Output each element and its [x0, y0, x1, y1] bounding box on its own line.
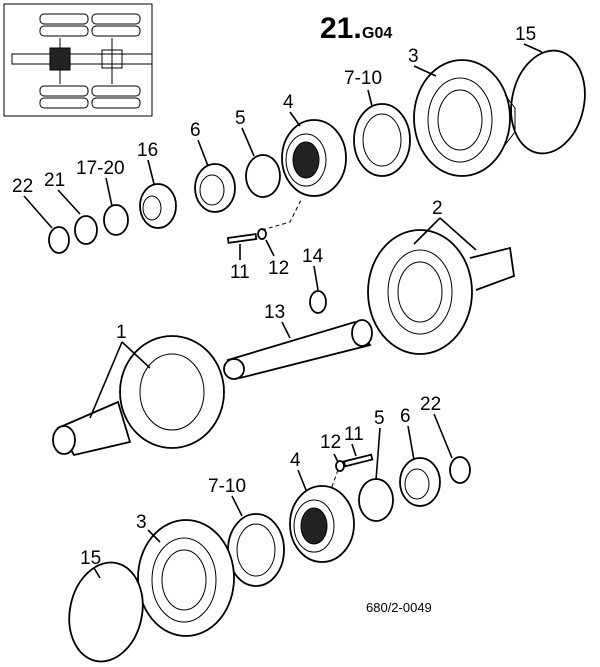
- callout-4-lower: 4: [290, 450, 301, 471]
- leader-lines: [23, 43, 543, 579]
- housing-3-lower: [137, 519, 235, 637]
- callout-13: 13: [264, 302, 285, 323]
- diagram-title-number: 21.: [320, 12, 362, 45]
- callout-2: 2: [432, 198, 443, 219]
- callout-1: 1: [116, 322, 127, 343]
- callout-7-10-upper: 7-10: [344, 68, 382, 89]
- callout-12-upper: 12: [268, 258, 289, 279]
- nut-6-upper: [194, 163, 236, 213]
- callout-11-upper: 11: [230, 262, 250, 283]
- housing-3-upper: [413, 59, 516, 177]
- shim-7-10-upper: [353, 103, 411, 177]
- ring-21: [74, 215, 98, 245]
- o-ring-15-lower: [68, 561, 144, 663]
- callout-11-lower: 11: [344, 424, 364, 445]
- callout-17-20: 17-20: [76, 158, 125, 179]
- bearing-4-upper: [281, 119, 347, 197]
- callout-15-lower: 15: [80, 548, 101, 569]
- shaft-13: [223, 319, 373, 380]
- circlip-22-lower: [449, 456, 471, 484]
- crown-gear-1: [52, 335, 225, 457]
- bolt-11-upper: [226, 228, 267, 244]
- assembly-line-upper: [261, 197, 303, 231]
- washer-17-20: [103, 204, 129, 236]
- callout-22-upper: 22: [12, 176, 33, 197]
- bevel-gear-2: [367, 229, 515, 355]
- ring-5-upper: [245, 154, 281, 198]
- nut-6-lower: [399, 457, 441, 507]
- callout-12-lower: 12: [320, 432, 341, 453]
- gear-16: [139, 183, 177, 229]
- callout-7-10-lower: 7-10: [208, 476, 246, 497]
- shim-7-10-lower: [227, 513, 285, 587]
- callout-6-lower: 6: [400, 406, 411, 427]
- diagram-title-suffix: G04: [362, 25, 392, 42]
- assembly-line-lower: [329, 469, 339, 493]
- callout-15-upper: 15: [515, 24, 536, 45]
- bearing-4-lower: [289, 485, 355, 563]
- o-ring-15-upper: [510, 49, 586, 155]
- callout-3-upper: 3: [408, 46, 419, 67]
- ring-5-lower: [358, 478, 394, 522]
- callout-6-upper: 6: [190, 120, 201, 141]
- callout-4-upper: 4: [283, 92, 294, 113]
- callout-16: 16: [137, 140, 158, 161]
- callout-5-lower: 5: [374, 408, 385, 429]
- callout-22-lower: 22: [420, 394, 441, 415]
- callout-21: 21: [44, 170, 65, 191]
- bolt-11-lower: [335, 453, 374, 472]
- callout-14: 14: [302, 246, 324, 267]
- drawing-reference-code: 680/2-0049: [366, 600, 432, 615]
- callout-3-lower: 3: [136, 512, 147, 533]
- ring-14: [309, 290, 327, 314]
- callout-5-upper: 5: [235, 108, 246, 129]
- circlip-22-upper: [48, 226, 70, 254]
- locator-inset: [3, 3, 153, 117]
